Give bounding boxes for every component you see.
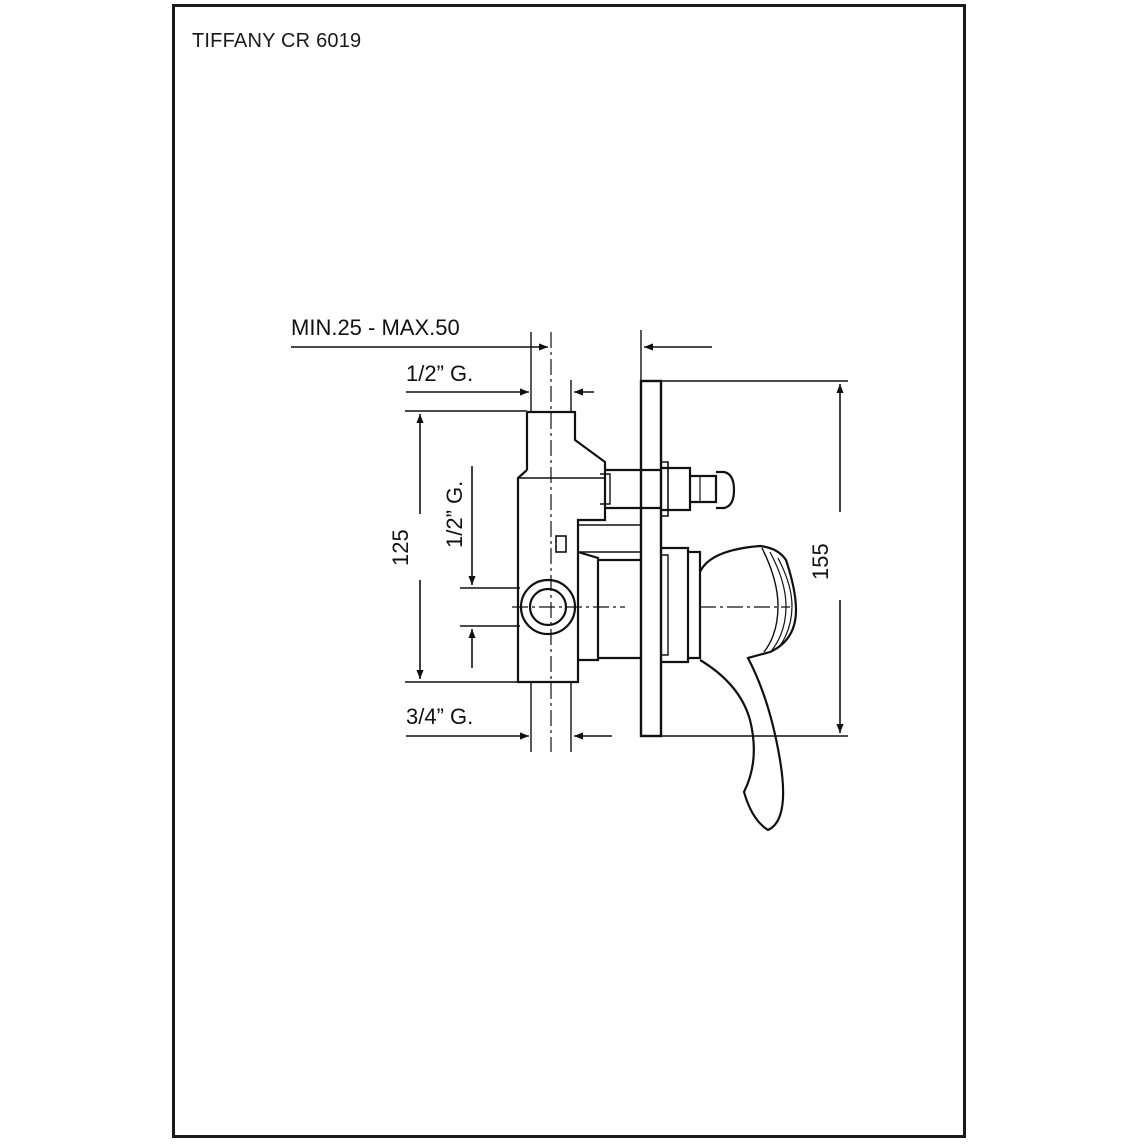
label-plate-height: 155 <box>808 543 833 580</box>
label-bottom-inlet: 3/4” G. <box>406 704 473 729</box>
label-wall-thickness: MIN.25 - MAX.50 <box>291 315 460 340</box>
dimension-arrows <box>291 343 844 740</box>
label-side-outlet: 1/2” G. <box>442 481 467 548</box>
label-body-height: 125 <box>388 529 413 566</box>
center-lines <box>512 332 790 752</box>
label-top-outlet: 1/2” G. <box>406 361 473 386</box>
drawing-title: TIFFANY CR 6019 <box>192 30 362 52</box>
extension-lines <box>405 330 848 752</box>
drawing-frame <box>172 4 966 1138</box>
valve-outline <box>516 379 798 832</box>
